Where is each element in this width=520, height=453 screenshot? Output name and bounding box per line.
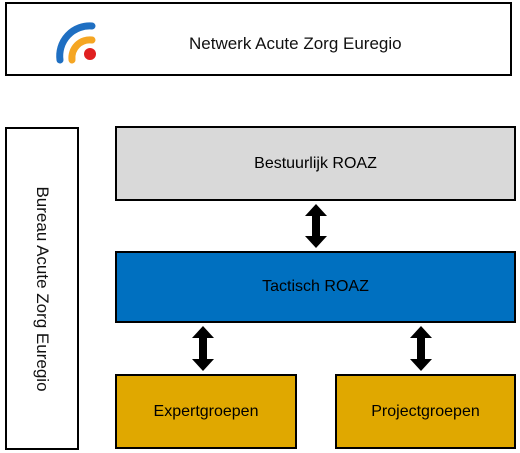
tactisch-roaz-label: Tactisch ROAZ [262,278,369,295]
bestuurlijk-roaz-label: Bestuurlijk ROAZ [254,154,377,172]
double-arrow-icon [305,204,327,248]
projectgroepen-label: Projectgroepen [371,402,480,420]
sidebar-label: Bureau Acute Zorg Euregio [33,185,52,392]
header-title: Netwerk Acute Zorg Euregio [189,34,402,53]
network-logo-icon [56,22,96,64]
expertgroepen-box: Expertgroepen [115,374,297,449]
tactisch-roaz-box: Tactisch ROAZ [115,251,516,323]
bestuurlijk-roaz-box: Bestuurlijk ROAZ [115,126,516,201]
header-box: Netwerk Acute Zorg Euregio [5,2,512,76]
projectgroepen-box: Projectgroepen [335,374,516,449]
double-arrow-icon [410,326,432,371]
double-arrow-icon [192,326,214,371]
expertgroepen-label: Expertgroepen [153,402,259,420]
bureau-sidebar: Bureau Acute Zorg Euregio [5,127,79,450]
